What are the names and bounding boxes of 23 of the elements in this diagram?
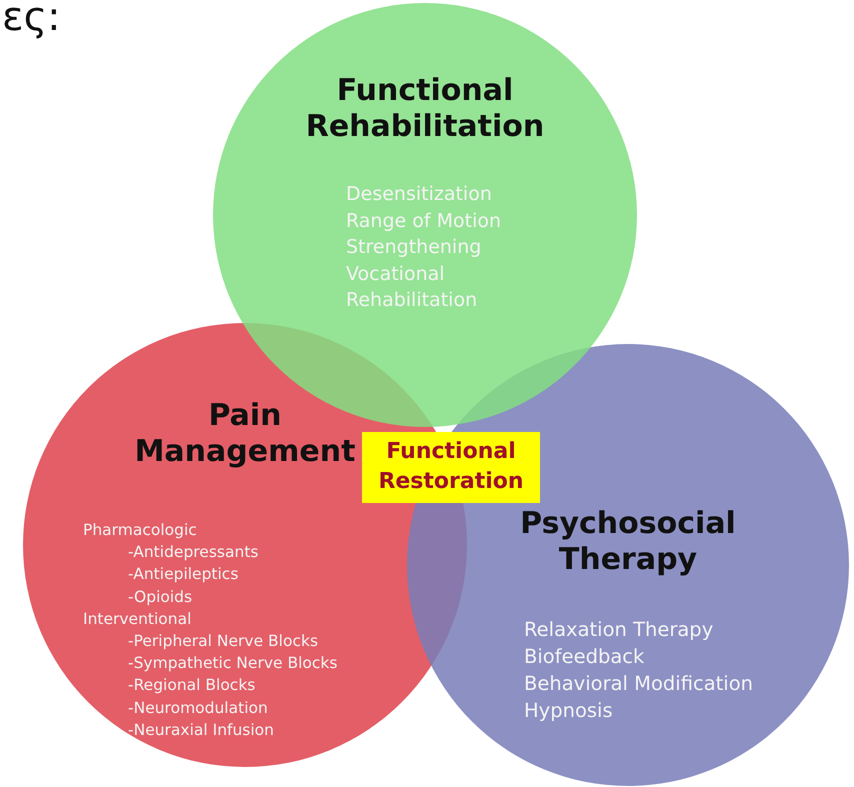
list-item: -Sympathetic Nerve Blocks — [128, 653, 338, 674]
list-item: -Antidepressants — [128, 542, 258, 564]
list-item: Range of Motion — [346, 208, 502, 234]
list-item: Hypnosis — [524, 698, 613, 724]
list-item: Interventional — [83, 608, 192, 630]
list-item: -Regional Blocks — [128, 675, 256, 696]
circle-heading: Psychosocial Therapy — [519, 506, 737, 578]
circle-heading: Functional Rehabilitation — [304, 73, 546, 145]
list-item: Behavioral Modification — [524, 671, 754, 697]
list-item: -Opioids — [128, 586, 192, 608]
list-item: Strengthening — [346, 235, 482, 260]
list-item: -Antiepileptics — [128, 564, 238, 586]
list-item: Biofeedback — [524, 644, 644, 670]
text-fragment: ες: — [2, 0, 61, 40]
list-item: Vocational Rehabilitation — [346, 262, 476, 313]
list-item: Desensitization — [346, 182, 492, 207]
circle-heading: Pain Management — [134, 398, 356, 470]
list-item: Relaxation Therapy — [524, 617, 714, 643]
highlight-box: Functional Restoration — [362, 432, 540, 503]
list-item: -Neuraxial Infusion — [128, 720, 274, 741]
list-item: Pharmacologic — [83, 520, 197, 541]
list-item: -Neuromodulation — [128, 698, 268, 719]
list-item: -Peripheral Nerve Blocks — [128, 631, 318, 652]
